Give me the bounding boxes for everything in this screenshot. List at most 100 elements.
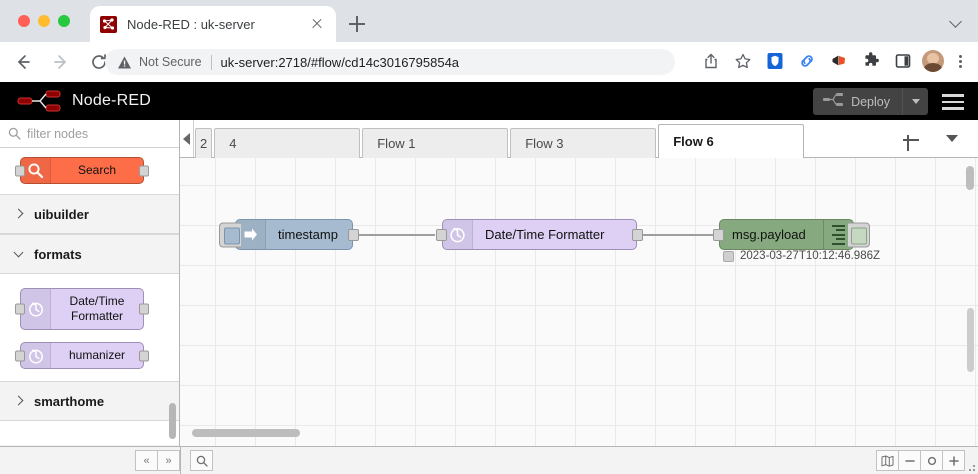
canvas-node-label: msg.payload (732, 227, 806, 242)
node-input-port[interactable] (15, 350, 25, 361)
browser-tab-title: Node-RED : uk-server (127, 16, 255, 32)
omnibox-divider (210, 54, 212, 70)
debug-bars-icon (823, 220, 853, 249)
footer-divider (180, 447, 181, 474)
share-icon[interactable] (698, 48, 724, 74)
hamburger-menu-icon[interactable] (942, 94, 964, 110)
clock-icon (21, 289, 51, 329)
arrow-right-icon (236, 220, 266, 249)
filter-nodes-input[interactable]: filter nodes (0, 120, 179, 148)
canvas-node-status: 2023-03-27T10:12:46.986Z (723, 250, 880, 262)
node-output-port[interactable] (139, 303, 149, 315)
security-status-label: Not Secure (139, 55, 202, 69)
link-extension-icon[interactable] (794, 48, 820, 74)
flow-tab-label: Flow 6 (673, 134, 714, 149)
node-input-port[interactable] (436, 228, 447, 241)
canvas-vertical-scrollbar-thumb[interactable] (967, 308, 974, 372)
palette-node-search[interactable]: Search (15, 157, 149, 184)
palette-category-label: smarthome (34, 393, 105, 409)
debug-bars-glyph (832, 224, 845, 245)
add-flow-button[interactable] (900, 129, 922, 151)
node-input-port[interactable] (15, 165, 25, 176)
flow-tab-flow-1[interactable]: Flow 1 (362, 128, 509, 158)
sidepanel-icon[interactable] (890, 48, 916, 74)
node-input-port[interactable] (713, 228, 724, 241)
flow-list-menu-button[interactable] (946, 135, 958, 142)
palette-scroll-area: Search uibuilder formats (0, 148, 179, 445)
palette-node-datetime-formatter[interactable]: Date/Time Formatter (15, 288, 149, 330)
expand-all-icon[interactable]: » (157, 450, 180, 471)
search-icon[interactable] (190, 450, 213, 471)
window-close-button[interactable] (18, 15, 30, 27)
navigator-icon[interactable] (876, 450, 899, 471)
inject-trigger-button[interactable] (219, 222, 241, 247)
palette-category-formats[interactable]: formats (0, 234, 179, 274)
zoom-out-icon[interactable] (898, 450, 921, 471)
flow-tab-label: Flow 1 (377, 136, 416, 151)
palette-node-humanizer[interactable]: humanizer (15, 342, 149, 369)
flow-tab-2[interactable]: 2 (195, 128, 213, 158)
back-arrow-icon[interactable] (8, 47, 38, 77)
node-output-port[interactable] (348, 228, 359, 241)
filter-nodes-placeholder: filter nodes (27, 126, 89, 141)
node-output-port[interactable] (632, 228, 643, 241)
flow-tab-flow-3[interactable]: Flow 3 (510, 128, 657, 158)
flow-tab-label: 4 (229, 136, 237, 151)
node-red-logo-icon (16, 89, 64, 113)
canvas-node-datetime-formatter[interactable]: Date/Time Formatter (436, 219, 643, 250)
footer-toolbar: « » (0, 446, 978, 474)
node-red-brand-label: Node-RED (72, 92, 151, 109)
canvas-vertical-scrollbar[interactable] (966, 166, 974, 190)
canvas-search-group (190, 450, 213, 471)
palette-node-group-search: Search (0, 148, 179, 194)
url-text: uk-server:2718/#flow/cd14c3016795854a (220, 54, 460, 70)
palette-category-smarthome[interactable]: smarthome (0, 381, 179, 421)
deploy-icon (823, 93, 844, 110)
zoom-in-icon[interactable] (942, 450, 965, 471)
new-tab-button[interactable] (345, 12, 369, 36)
flow-tab-label: Flow 3 (525, 136, 564, 151)
palette-category-uibuilder[interactable]: uibuilder (0, 194, 179, 234)
canvas-node-inject[interactable]: timestamp (219, 219, 359, 250)
wire-inject-to-formatter (350, 234, 435, 236)
node-input-port[interactable] (15, 303, 25, 315)
palette-collapse-buttons: « » (135, 450, 180, 471)
flow-tab-4[interactable]: 4 (214, 128, 361, 158)
flow-canvas[interactable]: timestamp Date/Time Formatter msg.payloa… (180, 158, 978, 446)
canvas-horizontal-scrollbar[interactable] (192, 429, 300, 437)
tab-close-icon[interactable] (308, 15, 326, 33)
deploy-dropdown-button[interactable] (902, 88, 928, 115)
flow-tab-flow-6[interactable]: Flow 6 (658, 124, 805, 158)
palette-scrollbar[interactable] (169, 403, 176, 439)
megaphone-extension-icon[interactable] (826, 48, 852, 74)
tab-scroll-left-button[interactable] (180, 120, 194, 157)
deploy-button-group: Deploy (813, 88, 928, 115)
node-output-port[interactable] (139, 165, 149, 176)
browser-toolbar-icons (698, 48, 970, 74)
window-maximize-button[interactable] (58, 15, 70, 27)
node-output-port[interactable] (139, 350, 149, 361)
debug-toggle-button[interactable] (848, 222, 870, 247)
star-icon[interactable] (730, 48, 756, 74)
collapse-all-icon[interactable]: « (135, 450, 158, 471)
search-icon (8, 127, 21, 140)
chevron-down-icon[interactable] (950, 14, 964, 28)
address-bar[interactable]: Not Secure uk-server:2718/#flow/cd14c301… (105, 49, 675, 75)
window-resize-grip[interactable] (966, 462, 976, 472)
forward-arrow-icon[interactable] (46, 47, 76, 77)
window-minimize-button[interactable] (38, 15, 50, 27)
canvas-node-debug[interactable]: msg.payload (713, 219, 870, 250)
deploy-button[interactable]: Deploy (813, 88, 902, 115)
kebab-menu-icon[interactable] (950, 49, 970, 73)
window-controls (18, 15, 70, 27)
deploy-label: Deploy (851, 94, 890, 109)
shield-extension-icon[interactable] (762, 48, 788, 74)
palette-category-label: uibuilder (34, 206, 89, 222)
profile-avatar[interactable] (922, 50, 944, 72)
browser-tab[interactable]: Node-RED : uk-server (90, 6, 336, 42)
node-red-header: Node-RED Deploy (0, 82, 978, 120)
puzzle-extension-icon[interactable] (858, 48, 884, 74)
chevron-right-icon (14, 209, 24, 219)
zoom-reset-icon[interactable] (920, 450, 943, 471)
